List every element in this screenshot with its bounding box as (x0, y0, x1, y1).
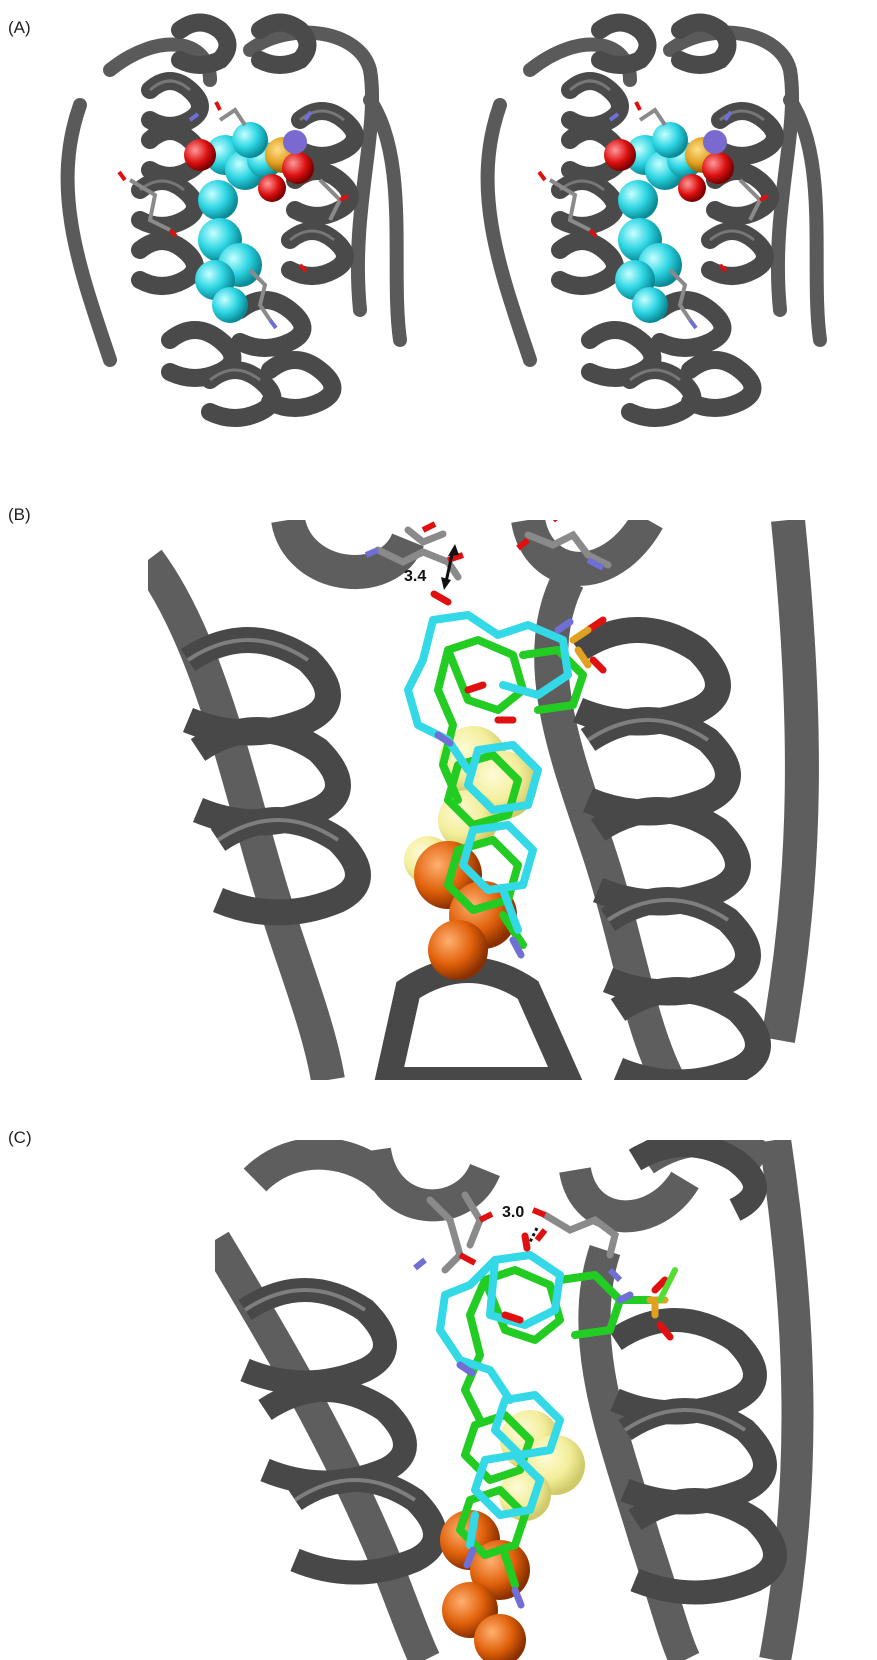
panel-c-binding-site: 3.0 (215, 1140, 845, 1660)
panel-b-image: 3.4 (148, 520, 828, 1080)
panel-c-image: 3.0 (215, 1140, 845, 1660)
distance-label-b: 3.4 (404, 568, 426, 585)
panel-b-binding-site: 3.4 (148, 520, 828, 1080)
panel-label-a: (A) (8, 18, 31, 38)
panel-a-image (40, 10, 877, 465)
panel-label-b: (B) (8, 505, 31, 525)
panel-label-c: (C) (8, 1128, 32, 1148)
panel-a-stereo-view (40, 10, 877, 465)
distance-label-c: 3.0 (502, 1204, 524, 1221)
